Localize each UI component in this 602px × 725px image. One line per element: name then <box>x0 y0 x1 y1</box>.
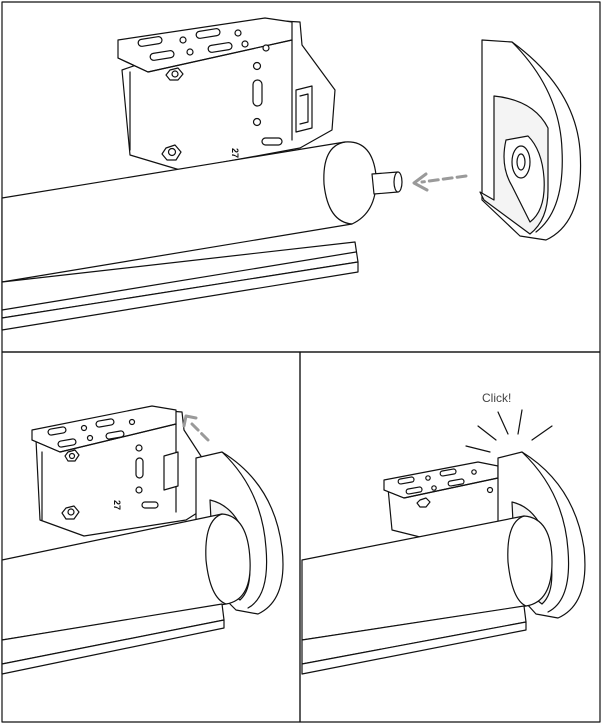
bracket-number-label-2: 27 <box>112 500 122 510</box>
bracket-nut-top <box>165 67 184 81</box>
panel-step-3-frame <box>299 351 601 723</box>
bracket-top-slots <box>137 28 249 61</box>
bracket-nut-bottom <box>161 144 182 161</box>
panel-step-1: 27 <box>1 17 582 331</box>
bracket-clip-tab <box>295 85 313 133</box>
bracket-top-slots-3 <box>397 468 477 495</box>
bracket-nut-2b <box>61 505 80 520</box>
click-label: Click! <box>482 391 511 405</box>
insert-arrow <box>420 174 468 184</box>
bracket-nut-3 <box>416 497 431 508</box>
bracket-side-holes-2 <box>135 444 159 509</box>
roller-tube-2 <box>1 513 251 641</box>
panel-step-2: 27 <box>1 405 284 675</box>
end-cap <box>479 39 582 241</box>
roller-tube-3 <box>301 515 553 641</box>
panel-step-3: Click! <box>301 391 586 675</box>
bracket-nut-2a <box>64 449 80 462</box>
bracket-side-holes <box>252 44 283 146</box>
rotate-arrow <box>190 422 210 442</box>
bracket-number-label: 27 <box>230 148 240 158</box>
click-burst <box>465 409 553 453</box>
bracket-top-slots-2 <box>47 418 136 448</box>
